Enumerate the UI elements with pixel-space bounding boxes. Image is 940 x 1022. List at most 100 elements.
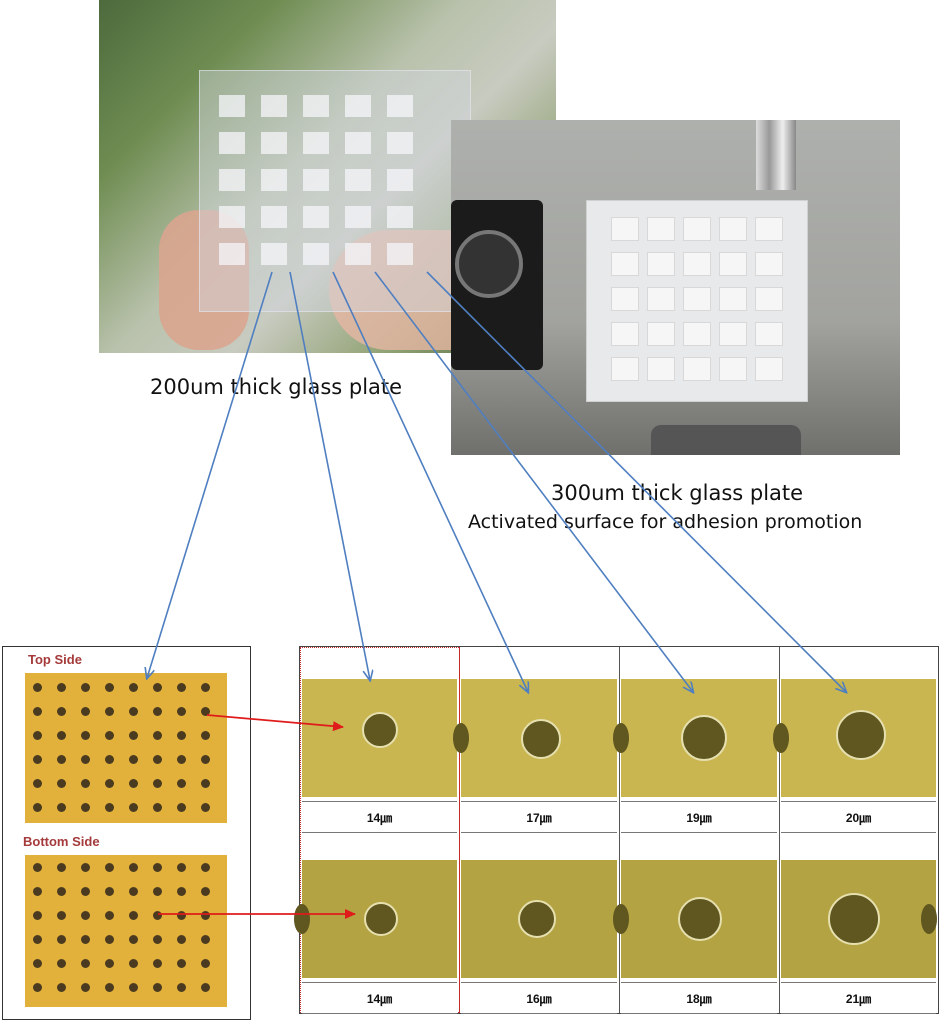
via-dot (201, 755, 210, 764)
via-dot (129, 707, 138, 716)
pattern-square (345, 95, 371, 117)
via-hole (836, 710, 886, 760)
pattern-square (387, 206, 413, 228)
via-dot (33, 779, 42, 788)
pattern-square (387, 132, 413, 154)
via-dot (129, 911, 138, 920)
micrograph-top-2 (453, 679, 617, 797)
hole-measurement-grid: 14㎛ 17㎛ 19㎛ 20㎛ 14㎛ 16㎛ 18㎛ 21㎛ (294, 646, 939, 1014)
pattern-square (303, 169, 329, 191)
pattern-square (611, 357, 639, 381)
via-dot (129, 983, 138, 992)
pattern-square (261, 206, 287, 228)
via-dot (33, 935, 42, 944)
via-dot (105, 863, 114, 872)
pattern-square (683, 252, 711, 276)
via-dot (201, 779, 210, 788)
pattern-square (719, 217, 747, 241)
arrow-to-top-side (147, 271, 273, 678)
via-dot (81, 731, 90, 740)
pattern-square (755, 252, 783, 276)
via-dot (57, 683, 66, 692)
via-dot (129, 959, 138, 968)
via-dot (105, 911, 114, 920)
bottom-side-label: Bottom Side (23, 834, 100, 849)
via-hole (518, 900, 556, 938)
pattern-square (219, 206, 245, 228)
measurement-bottom-2: 16㎛ (461, 982, 617, 1014)
background-object (651, 425, 801, 455)
red-arrow-top (206, 714, 344, 732)
camera-lens (455, 230, 523, 298)
arrow-to-top-1 (289, 271, 370, 680)
measurement-bottom-4: 21㎛ (781, 982, 936, 1014)
micrograph-bottom-3 (613, 860, 777, 978)
micrograph-top-3 (613, 679, 777, 797)
neighbor-hole (613, 723, 629, 753)
pattern-square (345, 169, 371, 191)
side-views-panel: Top Side Bottom Side (2, 646, 251, 1020)
pattern-square (755, 322, 783, 346)
via-dot (57, 935, 66, 944)
pattern-square (611, 287, 639, 311)
via-dot (81, 683, 90, 692)
pattern-square (219, 243, 245, 265)
pattern-square (345, 206, 371, 228)
via-dot (177, 887, 186, 896)
via-dot (153, 707, 162, 716)
caption-300um-sub: Activated surface for adhesion promotion (468, 511, 863, 533)
arrow-to-top-3 (374, 271, 693, 692)
light-fixture (756, 120, 796, 190)
via-dot (57, 755, 66, 764)
via-dot (33, 887, 42, 896)
via-dot (81, 803, 90, 812)
via-dot (153, 935, 162, 944)
pattern-square (303, 95, 329, 117)
via-hole (678, 897, 722, 941)
via-dot (177, 683, 186, 692)
via-dot (153, 911, 162, 920)
via-dot (81, 707, 90, 716)
via-dot (105, 935, 114, 944)
pattern-square (303, 132, 329, 154)
via-dot (105, 983, 114, 992)
via-dot (201, 707, 210, 716)
via-dot (57, 707, 66, 716)
pattern-square (755, 287, 783, 311)
via-dot (105, 887, 114, 896)
pattern-square (647, 322, 675, 346)
pattern-square (219, 169, 245, 191)
pattern-square (261, 132, 287, 154)
pattern-square (261, 169, 287, 191)
via-dot (177, 863, 186, 872)
via-dot (153, 683, 162, 692)
pattern-square (387, 95, 413, 117)
bottom-side-micrograph (25, 855, 227, 1007)
via-dot (129, 731, 138, 740)
micrograph-bottom-4 (781, 860, 937, 978)
via-dot (105, 959, 114, 968)
pattern-square (303, 206, 329, 228)
pattern-square (683, 217, 711, 241)
via-dot (57, 983, 66, 992)
via-dot (153, 779, 162, 788)
via-dot (177, 803, 186, 812)
pattern-square (719, 357, 747, 381)
via-dot (201, 863, 210, 872)
via-dot (153, 863, 162, 872)
via-hole (521, 719, 561, 759)
pattern-square (261, 95, 287, 117)
measurement-top-1: 14㎛ (302, 801, 457, 833)
micrograph-bottom-1 (294, 860, 457, 978)
via-dot (81, 911, 90, 920)
via-dot (33, 707, 42, 716)
via-dot (201, 887, 210, 896)
pattern-square (719, 322, 747, 346)
via-dot (105, 755, 114, 764)
via-dot (129, 755, 138, 764)
top-side-label: Top Side (28, 652, 82, 667)
via-dot (33, 803, 42, 812)
micrograph-bottom-2 (461, 860, 617, 978)
via-dot (57, 803, 66, 812)
via-dot (81, 887, 90, 896)
